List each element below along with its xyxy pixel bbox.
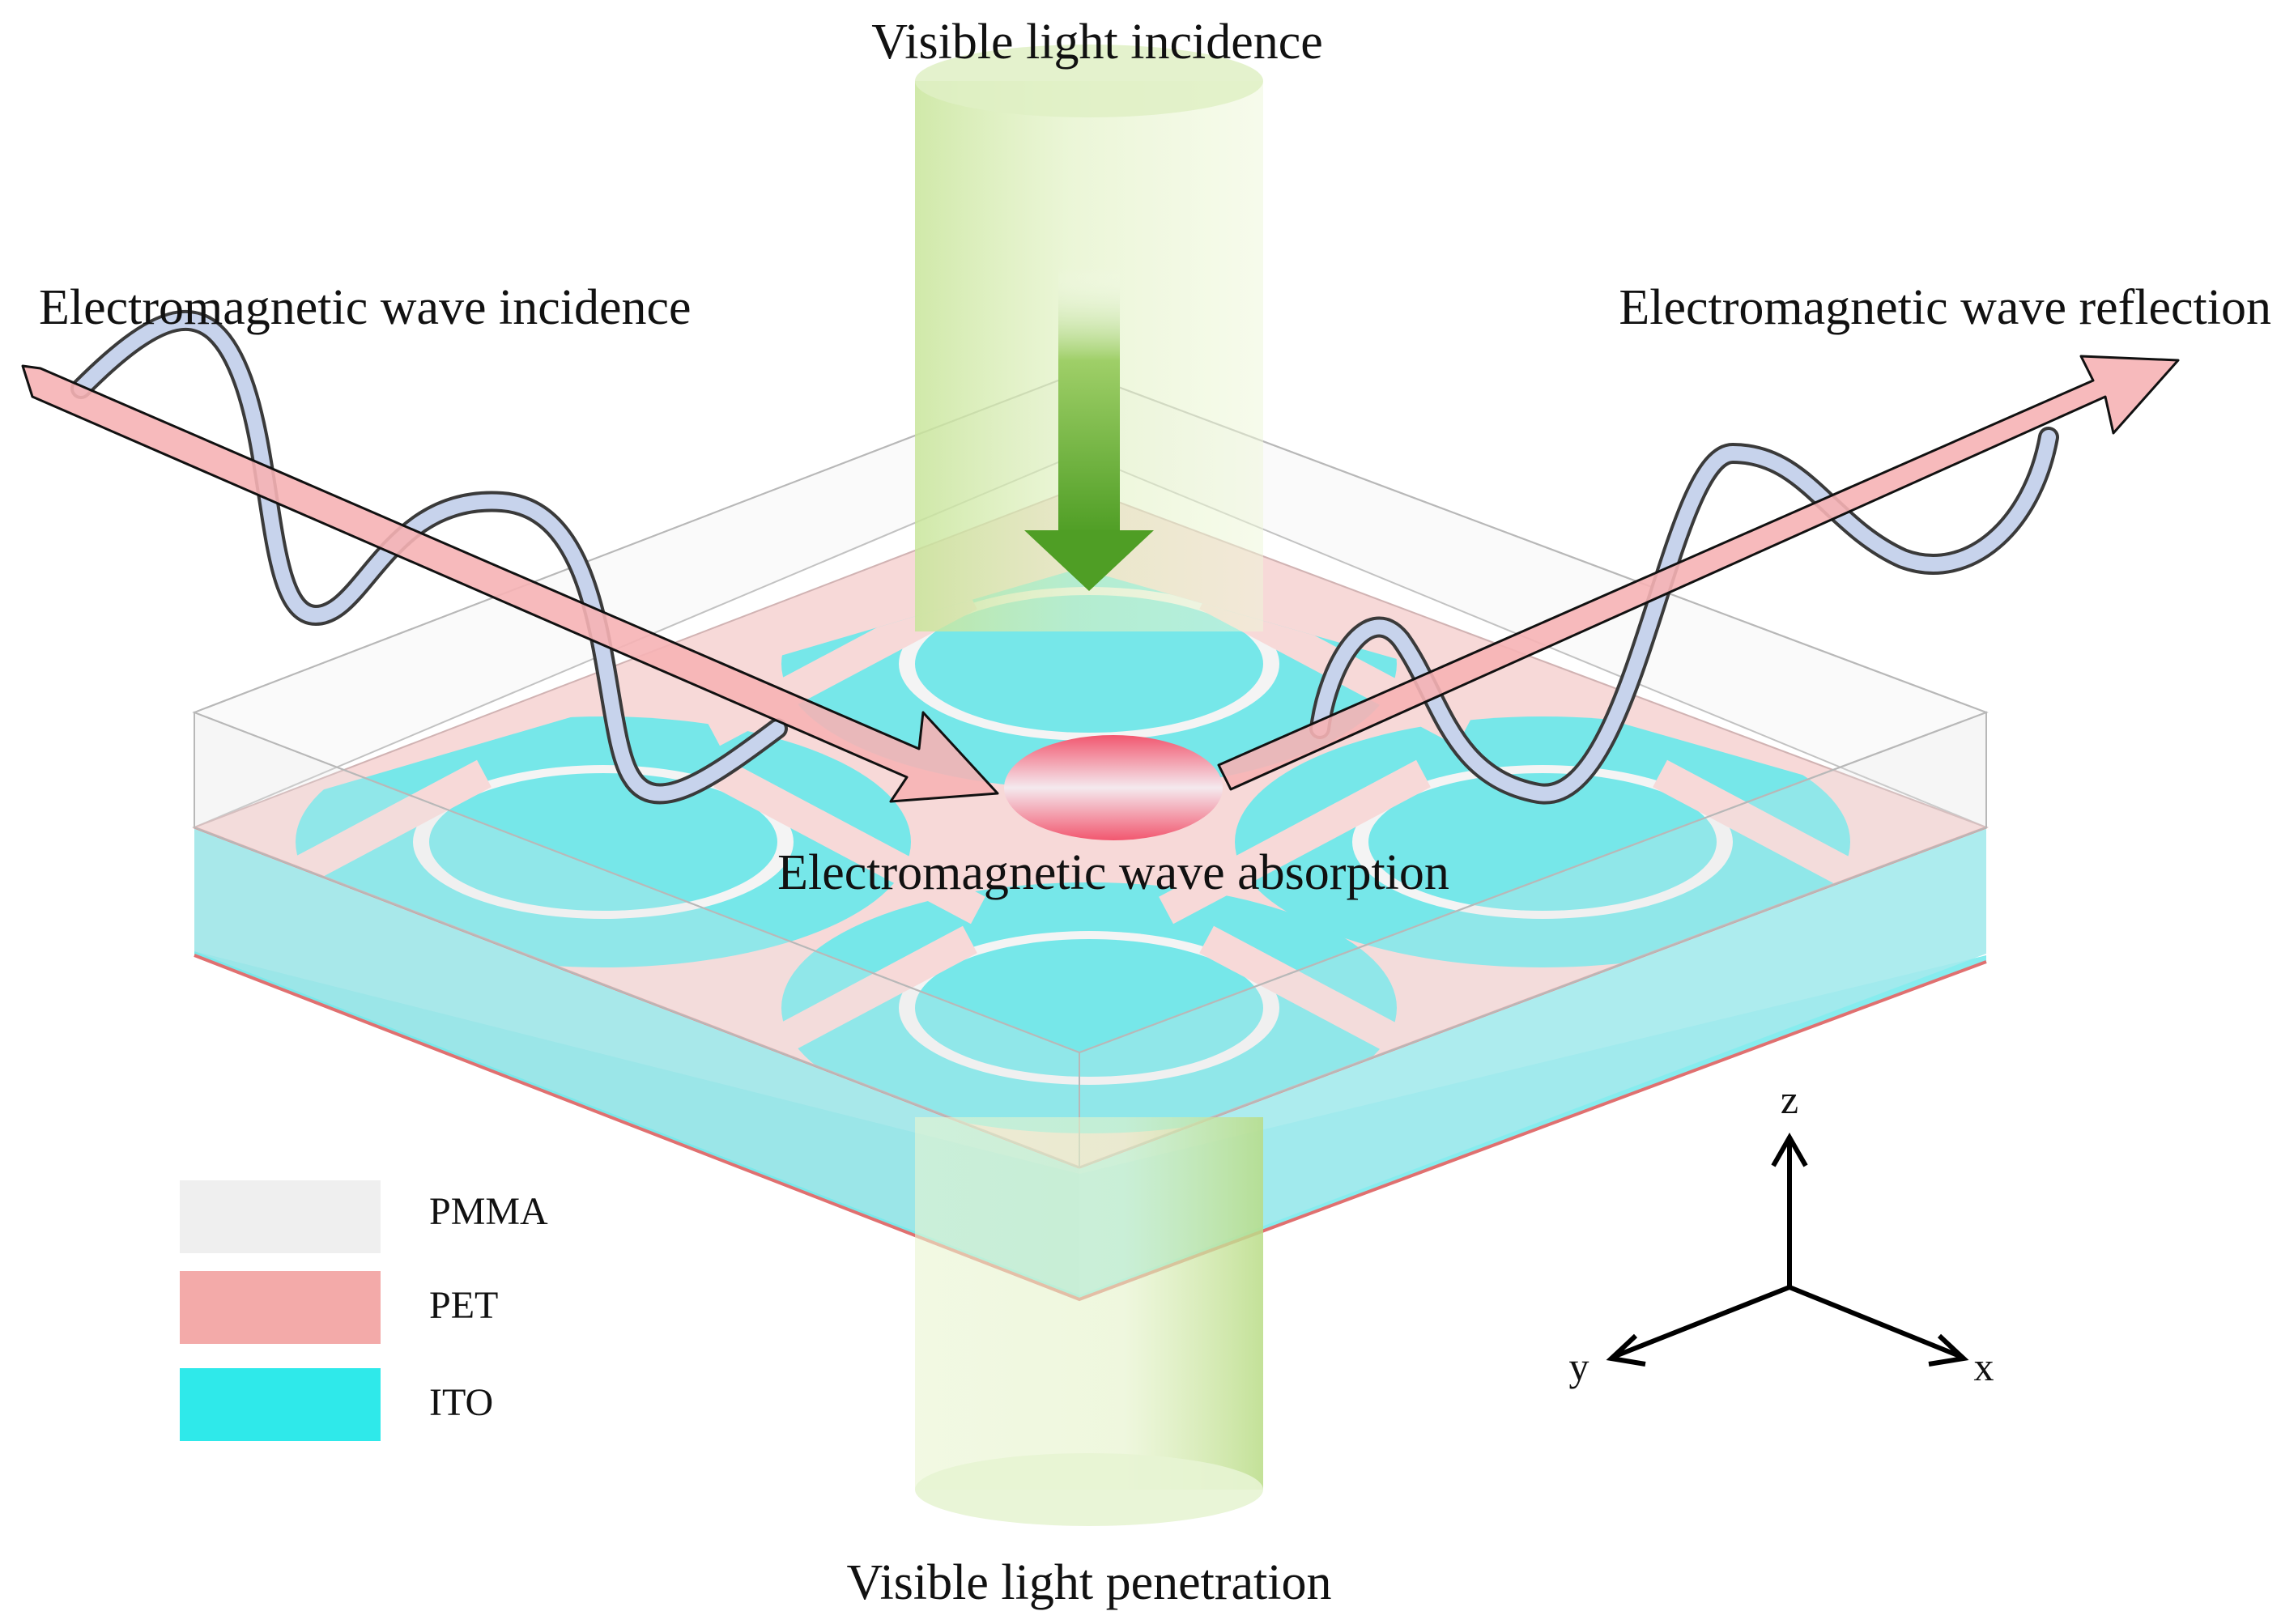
label-visible-incidence: Visible light incidence bbox=[871, 15, 1323, 70]
label-em-absorption: Electromagnetic wave absorption bbox=[777, 845, 1449, 900]
em-incidence-arrow bbox=[21, 364, 999, 803]
label-em-incidence: Electromagnetic wave incidence bbox=[39, 280, 692, 335]
visible-light-beam bbox=[915, 45, 1263, 1526]
legend-label-pet: PET bbox=[429, 1284, 498, 1327]
legend-swatch-ito bbox=[180, 1368, 381, 1441]
axis-label-z: z bbox=[1781, 1077, 1798, 1122]
em-reflection-arrow bbox=[1217, 355, 2180, 791]
legend-label-ito: ITO bbox=[429, 1381, 493, 1424]
visible-light-arrow bbox=[1024, 267, 1154, 591]
label-em-reflection: Electromagnetic wave reflection bbox=[1619, 280, 2271, 335]
label-visible-penetration: Visible light penetration bbox=[847, 1555, 1332, 1610]
absorption-spot bbox=[1004, 735, 1223, 840]
axis-label-y: y bbox=[1569, 1344, 1589, 1389]
pmma-upper-top-face bbox=[192, 371, 1989, 1054]
pmma-lower-right-face bbox=[1079, 827, 1986, 1295]
legend-swatch-pet bbox=[180, 1271, 381, 1344]
legend: PMMA PET ITO bbox=[180, 1180, 548, 1441]
legend-label-pmma: PMMA bbox=[429, 1190, 548, 1233]
coordinate-axes bbox=[1606, 1132, 1969, 1367]
axis-label-x: x bbox=[1974, 1344, 1994, 1389]
legend-swatch-pmma bbox=[180, 1180, 381, 1253]
pmma-lower-left-face bbox=[194, 827, 1079, 1295]
em-reflection-wave bbox=[1309, 427, 2059, 805]
